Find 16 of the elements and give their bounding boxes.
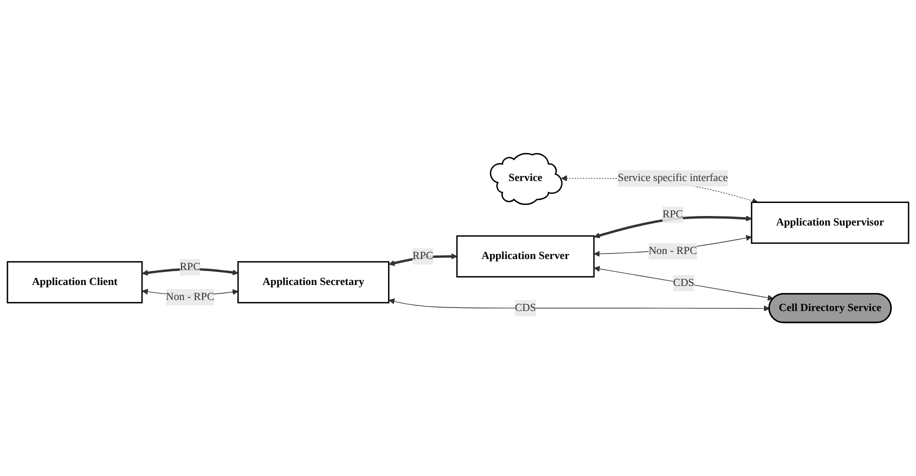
arrow bbox=[594, 266, 774, 301]
edge-label: Non - RPC bbox=[648, 245, 697, 257]
arrow bbox=[388, 298, 770, 312]
edge-label: Service specific interface bbox=[618, 172, 728, 184]
edge-label: RPC bbox=[180, 261, 200, 273]
edge-label: CDS bbox=[673, 276, 694, 289]
node-box: Application Client bbox=[6, 261, 143, 304]
edge-label: CDS bbox=[514, 302, 536, 314]
edge-label: Non - RPC bbox=[166, 291, 214, 303]
arrow bbox=[142, 268, 238, 276]
node-box: Application Secretary bbox=[237, 261, 390, 304]
node-box: Application Server bbox=[456, 235, 595, 278]
node-box: Application Supervisor bbox=[750, 202, 910, 244]
arrow bbox=[594, 216, 752, 238]
edge-label: RPC bbox=[412, 250, 434, 262]
edge-label: RPC bbox=[662, 208, 684, 220]
